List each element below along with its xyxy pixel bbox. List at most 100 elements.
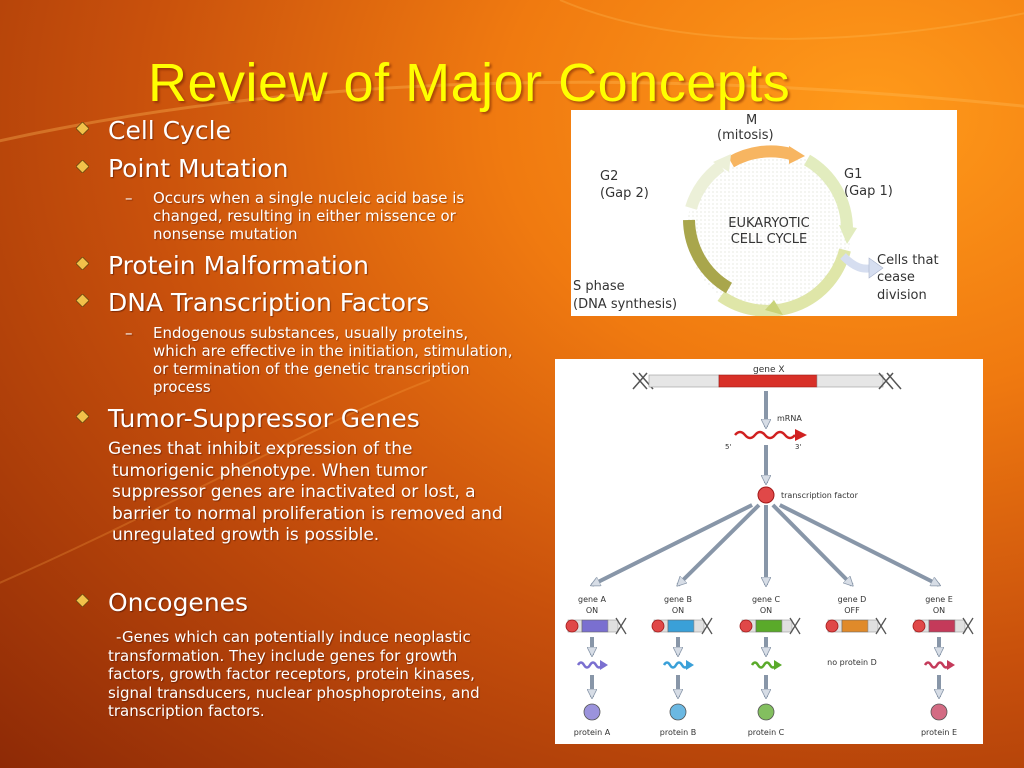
mrna-arrowhead-icon	[795, 429, 807, 441]
gene-regulation-diagram: gene X mRNA 5' 3' transcription factor g…	[555, 359, 983, 744]
gene-mrna-wave	[923, 661, 951, 669]
gene-break-icon	[962, 617, 974, 635]
bound-factor-dot	[565, 619, 579, 633]
sub-bullet-dash: –	[125, 324, 133, 342]
diamond-bullet-icon	[76, 122, 89, 135]
bound-factor-dot	[912, 619, 926, 633]
exit-label-1: Cells that	[877, 253, 939, 268]
gene-mrna-arrowhead-icon	[686, 660, 694, 670]
gene-mrna-wave	[576, 661, 604, 669]
protein-dot	[583, 703, 601, 721]
s-sub-label: (DNA synthesis)	[573, 297, 677, 312]
transcription-factor-dot	[757, 486, 775, 504]
m-label: M	[746, 113, 757, 128]
cycle-center-label-2: CELL CYCLE	[731, 232, 808, 247]
exit-label-2: cease	[877, 270, 915, 285]
g1-label: G1	[844, 167, 862, 182]
tf-to-gene-arrow	[592, 503, 753, 587]
bullet-label: Cell Cycle	[108, 116, 231, 145]
s-arc	[717, 248, 851, 316]
tf-to-gene-arrow	[678, 503, 761, 585]
bullet-cell-cycle: Cell Cycle	[76, 116, 231, 145]
gene-x-bar	[632, 372, 902, 390]
bound-factor-dot	[825, 619, 839, 633]
diamond-bullet-icon	[76, 410, 89, 423]
protein-dot	[930, 703, 948, 721]
cell-cycle-diagram: EUKARYOTIC CELL CYCLE M (mitosis) G1 (Ga…	[571, 110, 957, 316]
protein-dot	[757, 703, 775, 721]
gene-bar-coding	[755, 619, 783, 633]
sub-bullet-dash: –	[125, 189, 133, 207]
gene-name-label: gene E	[925, 595, 953, 604]
bullet-oncogenes: Oncogenes	[76, 588, 248, 617]
g1-arc	[803, 154, 854, 231]
bullet-tumor-suppressor: Tumor-Suppressor Genes	[76, 404, 420, 433]
protein-label: protein C	[748, 728, 785, 737]
gene-bar-coding	[928, 619, 956, 633]
g1-arrowhead-icon	[839, 225, 857, 244]
gene-name-label: gene D	[838, 595, 867, 604]
diamond-bullet-icon	[76, 294, 89, 307]
gene-state-label: ON	[672, 606, 684, 615]
tf-to-gene-arrow	[771, 503, 852, 585]
mitosis-arc	[728, 145, 793, 168]
mrna-label: mRNA	[777, 414, 802, 423]
bound-factor-dot	[739, 619, 753, 633]
s-arrowhead-icon	[765, 300, 783, 315]
mitosis-arrowhead-icon	[789, 146, 805, 164]
bound-factor-dot	[651, 619, 665, 633]
gene-mrna-arrowhead-icon	[774, 660, 782, 670]
sub-bullet-point-mutation: – Occurs when a single nucleic acid base…	[125, 189, 513, 243]
gene-x-label: gene X	[753, 365, 785, 375]
slide-title: Review of Major Concepts	[148, 53, 791, 113]
gene-bar-flank	[867, 619, 879, 633]
diamond-bullet-icon	[76, 594, 89, 607]
gene-break-icon	[789, 617, 801, 635]
protein-label: protein B	[660, 728, 696, 737]
g2-sub-label: (Gap 2)	[600, 186, 649, 201]
gene-state-label: ON	[933, 606, 945, 615]
gene-bar-flank	[954, 619, 966, 633]
g1-sub-label: (Gap 1)	[844, 184, 893, 199]
bullet-label: DNA Transcription Factors	[108, 288, 430, 317]
bullet-label: Protein Malformation	[108, 251, 369, 280]
g2-label: G2	[600, 169, 618, 184]
exit-arrowhead-icon	[868, 257, 884, 279]
gene-state-label: ON	[760, 606, 772, 615]
gene-bar-coding	[667, 619, 695, 633]
gene-bar-coding	[841, 619, 869, 633]
bullet-protein-malformation: Protein Malformation	[76, 251, 369, 280]
bullet-label: Oncogenes	[108, 588, 249, 617]
exit-label-3: division	[877, 288, 927, 303]
gene-name-label: gene B	[664, 595, 692, 604]
protein-label: no protein D	[827, 658, 877, 667]
s-label: S phase	[573, 279, 625, 294]
gene-regulation-svg: gene X mRNA 5' 3' transcription factor g…	[565, 365, 974, 737]
gene-columns: gene A ON protein A gene B ON protein B gene C…	[565, 503, 974, 737]
protein-label: protein E	[921, 728, 957, 737]
g2-arc	[685, 161, 725, 210]
sub-bullet-text: Occurs when a single nucleic acid base i…	[153, 189, 465, 243]
gene-name-label: gene A	[578, 595, 607, 604]
cell-cycle-svg: EUKARYOTIC CELL CYCLE M (mitosis) G1 (Ga…	[573, 113, 939, 316]
gene-name-label: gene C	[752, 595, 781, 604]
gene-mrna-arrowhead-icon	[600, 660, 608, 670]
oncogenes-description: -Genes which can potentially induce neop…	[108, 628, 480, 721]
gene-mrna-arrowhead-icon	[947, 660, 955, 670]
gene-break-icon	[701, 617, 713, 635]
bullet-dna-transcription-factors: DNA Transcription Factors	[76, 288, 429, 317]
cycle-background	[687, 148, 851, 312]
g2-arrowhead-icon	[713, 154, 731, 172]
three-prime-label: 3'	[795, 443, 801, 451]
m-sub-label: (mitosis)	[717, 128, 774, 143]
sub-bullet-text: Endogenous substances, usually proteins,…	[153, 324, 513, 396]
protein-label: protein A	[574, 728, 611, 737]
gene-bar-flank	[781, 619, 793, 633]
g2-lower-arc	[683, 219, 733, 294]
gene-break-icon	[615, 617, 627, 635]
gene-state-label: OFF	[844, 606, 860, 615]
diamond-bullet-icon	[76, 257, 89, 270]
five-prime-label: 5'	[725, 443, 731, 451]
mrna-wave	[734, 430, 796, 440]
exit-arc	[840, 253, 874, 273]
